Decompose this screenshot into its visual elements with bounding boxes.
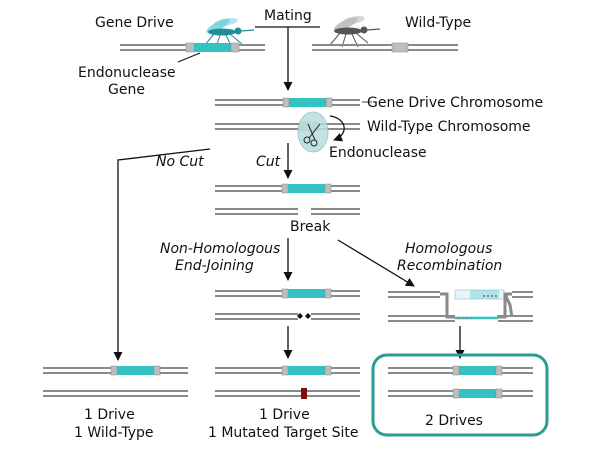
two-drives-highlight-box: [371, 353, 549, 437]
mosquito-icon: [329, 16, 381, 48]
endonuclease-blob: [297, 111, 329, 153]
mating-bracket: [255, 26, 320, 91]
mosquito-icon: [203, 17, 255, 49]
break-label: Break: [290, 219, 331, 235]
gene-drive-chromosome-label: Gene Drive Chromosome: [367, 95, 543, 111]
hr-arrow: [337, 239, 415, 287]
broken-chromosome: [215, 208, 360, 215]
outcome-middle-label-2: 1 Mutated Target Site: [208, 425, 358, 441]
wild-type-chromosome-label: Wild-Type Chromosome: [367, 119, 531, 135]
gene-drive-label: Gene Drive: [95, 15, 174, 31]
nhej-repairing-chromosome: [215, 313, 360, 320]
wild-type-label: Wild-Type: [405, 15, 471, 31]
endonuclease-gene-pointer: [177, 52, 201, 63]
endonuclease-label: Endonuclease: [329, 145, 427, 161]
nhej-label-2: End-Joining: [175, 258, 254, 274]
offspring-wild-type-chromosome: [215, 121, 360, 132]
cut-drive-chromosome: [215, 183, 360, 194]
hr-drive-chromosome: [388, 289, 533, 300]
no-cut-label: No Cut: [156, 154, 204, 170]
endonuclease-gene-label-2: Gene: [108, 82, 145, 98]
outcome-right-label: 2 Drives: [425, 413, 483, 429]
parent-wild-type-chromosome: [312, 42, 458, 53]
offspring-drive-chromosome: [215, 97, 360, 108]
no-cut-arrow: [113, 148, 211, 361]
outcome-left-label-1: 1 Drive: [84, 407, 135, 423]
cut-label: Cut: [256, 154, 281, 170]
hr-label-1: Homologous: [405, 241, 492, 257]
nhej-drive-chromosome: [215, 288, 360, 299]
outcome-right-chromosomes: [388, 365, 533, 399]
outcome-left-chromosomes: [43, 365, 188, 397]
outcome-middle-label-1: 1 Drive: [259, 407, 310, 423]
outcome-left-label-2: 1 Wild-Type: [74, 425, 153, 441]
hr-label-2: Recombination: [397, 258, 502, 274]
hr-repairing-chromosome: [388, 315, 533, 322]
endonuclease-gene-label-1: Endonuclease: [78, 65, 176, 81]
parent-drive-chromosome: [120, 42, 265, 53]
scissors-icon: [303, 123, 321, 147]
mating-label: Mating: [264, 8, 312, 24]
nhej-label-1: Non-Homologous: [160, 241, 280, 257]
outcome-middle-chromosomes: [215, 365, 360, 399]
endonuclease-pointer: [329, 115, 345, 142]
